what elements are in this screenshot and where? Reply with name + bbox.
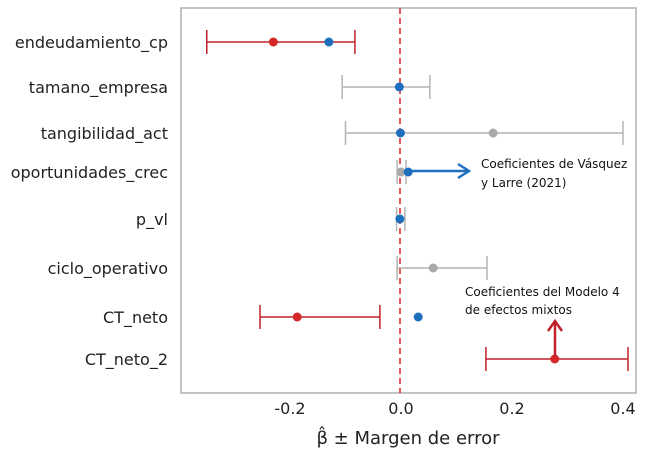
annotation-text: Coeficientes de Vásquez bbox=[481, 157, 627, 171]
row-label: endeudamiento_cp bbox=[15, 33, 168, 53]
x-tick-label: -0.2 bbox=[274, 399, 305, 418]
x-tick-label: 0.4 bbox=[610, 399, 635, 418]
estimate-point-vasquez bbox=[324, 37, 334, 47]
annotation-modelo4: Coeficientes del Modelo 4 de efectos mix… bbox=[465, 285, 620, 357]
estimate-point-modelo4 bbox=[396, 167, 406, 177]
arrowhead-right-icon bbox=[457, 162, 472, 180]
estimate-point-vasquez bbox=[395, 214, 405, 224]
annotation-text: Coeficientes del Modelo 4 bbox=[465, 285, 620, 299]
annotation-vasquez: Coeficientes de Vásquez y Larre (2021) bbox=[410, 157, 627, 190]
estimate-point-vasquez bbox=[413, 312, 423, 322]
estimate-point-modelo4 bbox=[488, 128, 498, 138]
x-axis-label: β̂ ± Margen de error bbox=[316, 426, 500, 449]
row-label: ciclo_operativo bbox=[48, 259, 168, 279]
row-label: CT_neto bbox=[103, 308, 168, 328]
row-label: p_vl bbox=[136, 210, 168, 230]
plot-frame bbox=[180, 7, 637, 394]
row-label: CT_neto_2 bbox=[85, 350, 168, 370]
arrowhead-up-icon bbox=[546, 318, 564, 332]
row-label: tamano_empresa bbox=[29, 78, 168, 98]
x-tick-label: 0.2 bbox=[499, 399, 524, 418]
estimate-point-modelo4 bbox=[268, 37, 278, 47]
estimate-point-vasquez bbox=[394, 82, 404, 92]
estimate-point-modelo4 bbox=[292, 312, 302, 322]
annotation-text: y Larre (2021) bbox=[481, 176, 566, 190]
annotation-text: de efectos mixtos bbox=[465, 303, 572, 317]
estimate-point-vasquez bbox=[395, 128, 405, 138]
estimate-point-modelo4 bbox=[550, 354, 560, 364]
estimate-point-modelo4 bbox=[428, 263, 438, 273]
row-label: oportunidades_crec bbox=[11, 163, 168, 183]
row-label: tangibilidad_act bbox=[41, 124, 168, 144]
x-tick-label: 0.0 bbox=[388, 399, 413, 418]
